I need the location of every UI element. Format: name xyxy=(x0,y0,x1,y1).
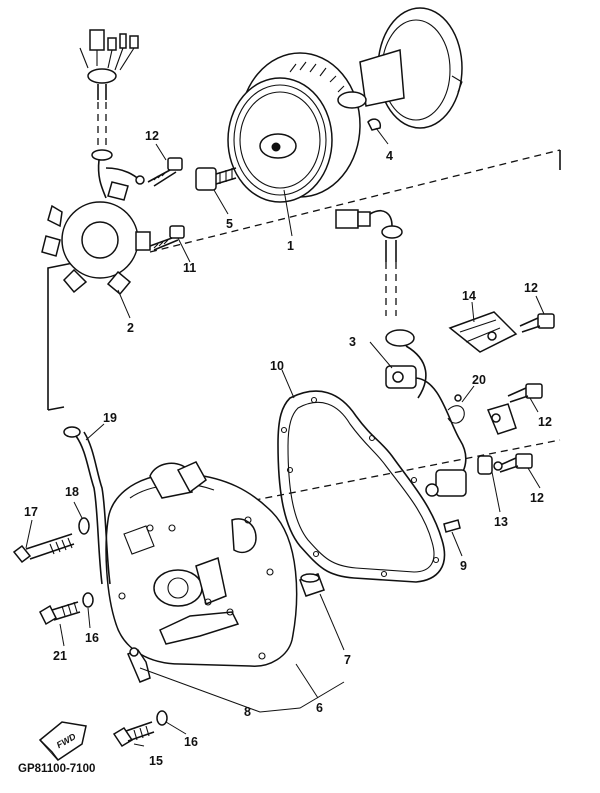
hose-fitting xyxy=(127,647,151,683)
starter-gear xyxy=(337,7,463,129)
callout-13: 13 xyxy=(494,515,508,529)
washer-16-left xyxy=(82,592,94,608)
leader-lines xyxy=(25,127,545,747)
callout-3: 3 xyxy=(349,335,356,349)
dowel-7 xyxy=(299,573,325,597)
pickup-lead-wire xyxy=(335,209,427,399)
callout-17: 17 xyxy=(24,505,38,519)
callout-16-left: 16 xyxy=(85,631,99,645)
diagram-code: GP81100-7100 xyxy=(18,763,95,775)
forward-direction-badge: FWD xyxy=(38,721,87,761)
callout-4: 4 xyxy=(386,149,393,163)
callout-10: 10 xyxy=(270,359,284,373)
callout-12-right-top: 12 xyxy=(524,281,538,295)
stator-coil xyxy=(41,181,151,296)
callout-21: 21 xyxy=(53,649,67,663)
breather-pipe-19 xyxy=(63,426,111,585)
bolt-12-right-top xyxy=(519,313,555,333)
washer-16-lower xyxy=(156,710,168,726)
callout-18: 18 xyxy=(65,485,79,499)
cover-gasket xyxy=(277,390,446,583)
callout-12-right-low: 12 xyxy=(530,491,544,505)
callout-12-upper: 12 xyxy=(145,129,159,143)
wire-clamp-14 xyxy=(448,311,518,353)
screw-11 xyxy=(149,225,185,251)
callout-12-right-mid: 12 xyxy=(538,415,552,429)
callout-9: 9 xyxy=(460,559,467,573)
clip-20 xyxy=(447,394,465,424)
grommet-13 xyxy=(477,455,503,475)
callout-5: 5 xyxy=(226,217,233,231)
pickup-coil xyxy=(385,365,467,497)
bolt-17 xyxy=(12,533,75,564)
callout-20: 20 xyxy=(472,373,486,387)
callout-14: 14 xyxy=(462,289,476,303)
flywheel-rotor xyxy=(227,52,361,203)
washer-18 xyxy=(78,517,90,535)
crankcase-cover xyxy=(105,461,298,667)
sensor-bracket xyxy=(486,383,543,473)
callout-16-lower: 16 xyxy=(184,735,198,749)
callout-1: 1 xyxy=(287,239,294,253)
callout-15: 15 xyxy=(149,754,163,768)
stator-lead-wire xyxy=(79,29,145,199)
bolt-21 xyxy=(39,601,81,626)
callout-8: 8 xyxy=(244,705,251,719)
callout-11: 11 xyxy=(183,261,196,275)
bolt-12-upper xyxy=(147,157,183,187)
assembly-boundary xyxy=(47,149,561,506)
callout-6: 6 xyxy=(316,701,323,715)
callout-19: 19 xyxy=(103,411,117,425)
woodruff-key-4 xyxy=(367,118,382,131)
callout-7: 7 xyxy=(344,653,351,667)
callout-labels: 1 2 3 4 5 6 7 8 9 10 11 12 12 12 12 13 1… xyxy=(24,129,552,768)
dowel-pin-9 xyxy=(443,519,461,533)
rotor-bolt-5 xyxy=(195,167,237,191)
bolt-15 xyxy=(112,721,155,748)
callout-2: 2 xyxy=(127,321,134,335)
